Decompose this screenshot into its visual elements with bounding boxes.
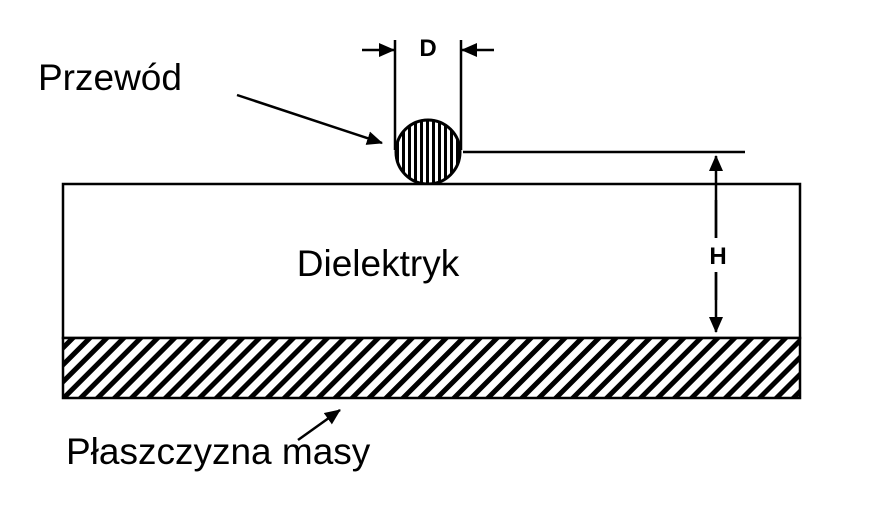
wire-pointer-arrow bbox=[236, 93, 383, 145]
ground-plane bbox=[61, 336, 802, 400]
wire-label: Przewód bbox=[38, 57, 182, 98]
dielectric-layer bbox=[61, 182, 802, 340]
height-label: H bbox=[709, 243, 726, 270]
dielectric-label: Dielektryk bbox=[297, 243, 460, 284]
height-label-background bbox=[703, 238, 731, 272]
diameter-label: D bbox=[419, 35, 436, 62]
ground-plane-pointer-arrow bbox=[297, 408, 341, 442]
ground-plane-label: Płaszczyzna masy bbox=[66, 431, 371, 472]
wire-cross-section bbox=[394, 118, 462, 186]
